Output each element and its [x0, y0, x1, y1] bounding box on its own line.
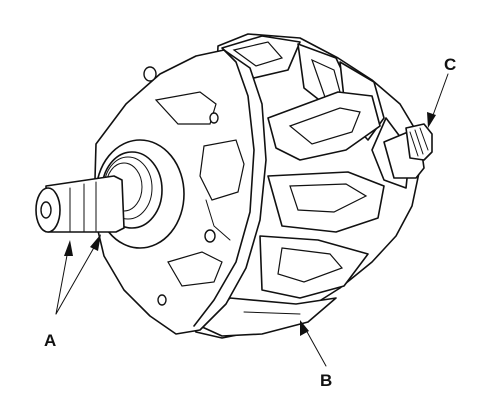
- leader-a-left: [55, 240, 73, 315]
- callout-c: C: [444, 55, 456, 74]
- leader-c: [427, 73, 449, 128]
- callout-a: A: [44, 331, 56, 350]
- leader-a-right: [55, 234, 101, 315]
- leader-b: [300, 320, 327, 367]
- front-shaft: [35, 175, 125, 233]
- slip-ring-shaft: [383, 123, 433, 179]
- callout-b: B: [320, 371, 332, 390]
